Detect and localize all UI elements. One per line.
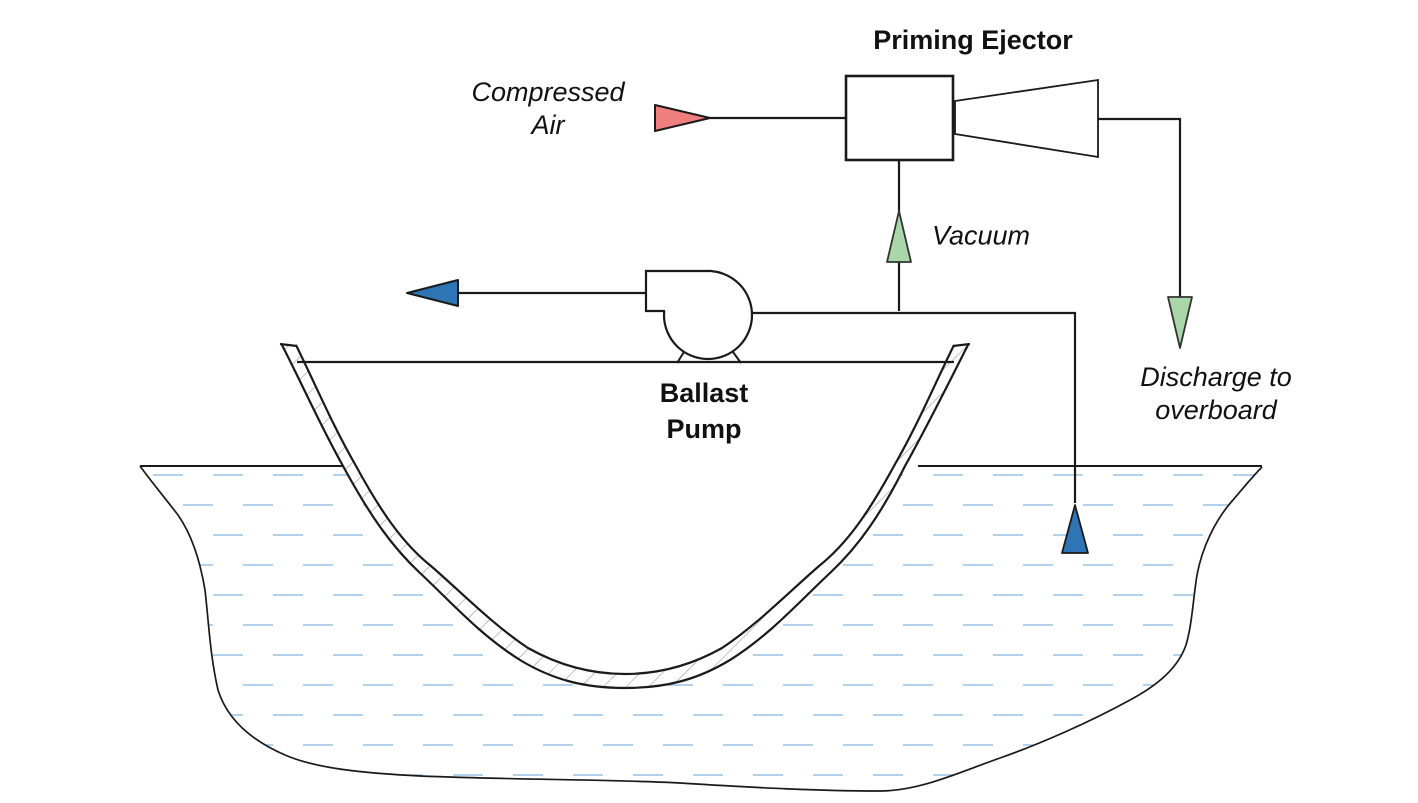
vacuum-arrow bbox=[886, 210, 912, 263]
ballast-pump-volute bbox=[644, 269, 712, 313]
hull-shell-hatching bbox=[282, 345, 968, 688]
priming-ejector-box bbox=[844, 74, 955, 162]
hull-inner-edge bbox=[295, 344, 955, 676]
overboard-discharge-arrow bbox=[1167, 296, 1193, 349]
ejector-diffuser bbox=[954, 78, 1099, 159]
ballast-pump-volute-mask bbox=[646, 271, 712, 311]
pump-foot-right bbox=[732, 351, 742, 364]
water-outline bbox=[139, 465, 1263, 792]
compressed-air-arrow bbox=[654, 104, 711, 132]
hull-outer-edge bbox=[281, 344, 969, 690]
overboard-pipe bbox=[1098, 117, 1182, 297]
hull-cap-left bbox=[279, 342, 298, 348]
hull-cap-right bbox=[952, 342, 971, 348]
suction-pipe bbox=[708, 311, 1077, 503]
pump-discharge-arrow bbox=[406, 279, 459, 307]
pump-foot-left bbox=[676, 351, 685, 364]
suction-intake-arrow bbox=[1061, 504, 1089, 554]
